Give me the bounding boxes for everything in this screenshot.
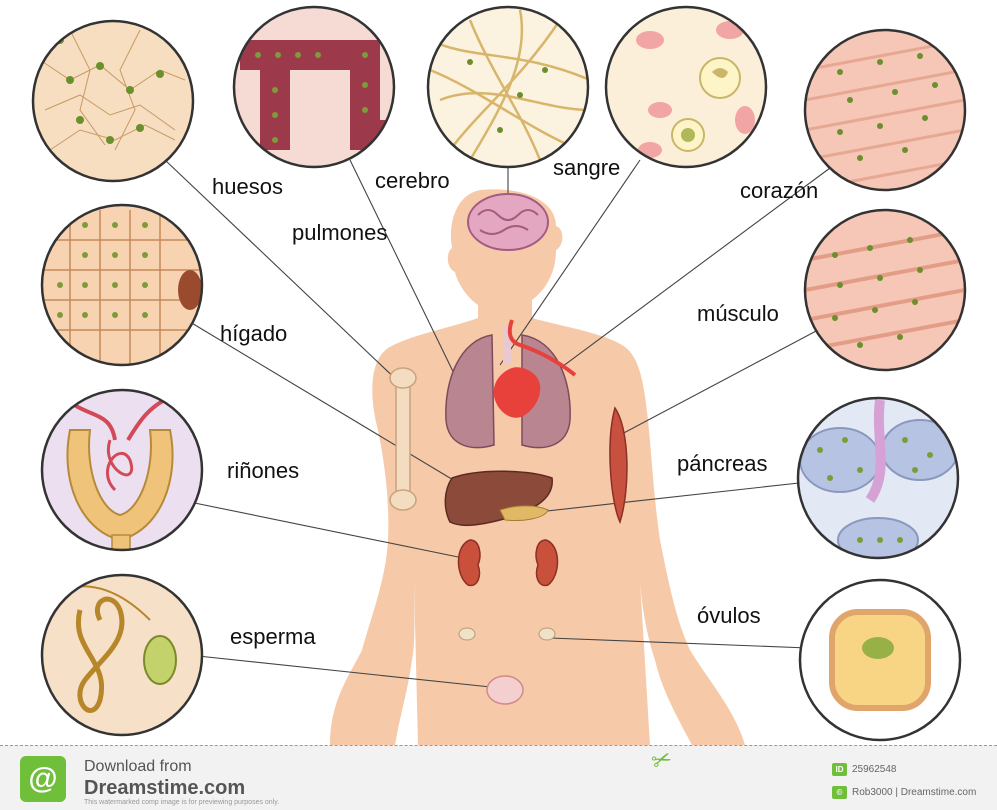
- tissue-circle-kidney: [42, 390, 202, 575]
- testes-organ: [487, 676, 523, 704]
- label-ova: óvulos: [697, 605, 761, 627]
- tissue-circle-ova: [800, 580, 960, 740]
- label-pancreas: páncreas: [677, 453, 768, 475]
- image-credit: Rob3000 | Dreamstime.com: [852, 787, 976, 798]
- label-lungs: pulmones: [292, 222, 387, 244]
- label-sperm: esperma: [230, 626, 316, 648]
- label-muscle: músculo: [697, 303, 779, 325]
- tissue-circle-blood: [606, 7, 766, 167]
- brain-organ: [468, 194, 548, 250]
- tissue-circle-pancreas: [798, 398, 958, 562]
- disclaimer-text: This watermarked comp image is for previ…: [84, 799, 279, 806]
- tissue-circle-bones: [33, 21, 193, 181]
- label-brain: cerebro: [375, 170, 450, 192]
- id-badge-icon: ID: [832, 763, 847, 776]
- scissors-icon: ✂: [648, 743, 677, 777]
- label-heart: corazón: [740, 180, 818, 202]
- dreamstime-logo-icon: @: [20, 756, 66, 802]
- download-from-text: Download from: [84, 758, 192, 776]
- label-blood: sangre: [553, 157, 620, 179]
- line-muscle: [620, 330, 818, 435]
- watermark-footer: @ Download from Dreamstime.com This wate…: [0, 745, 997, 810]
- image-id: 25962548: [852, 764, 897, 775]
- brand-name: Dreamstime.com: [84, 777, 245, 800]
- tissue-circle-liver: [42, 205, 202, 370]
- tissue-circle-sperm: [42, 575, 202, 735]
- tissue-circle-muscle: [805, 210, 965, 370]
- tissue-circle-brain: [428, 7, 590, 167]
- credit-icon: ©: [832, 786, 847, 799]
- label-liver: hígado: [220, 323, 287, 345]
- tissue-circle-heart: [805, 30, 965, 190]
- cells-organs-diagram: [0, 0, 997, 745]
- label-bones: huesos: [212, 176, 283, 198]
- label-kidneys: riñones: [227, 460, 299, 482]
- tissue-circle-lungs: [234, 7, 400, 167]
